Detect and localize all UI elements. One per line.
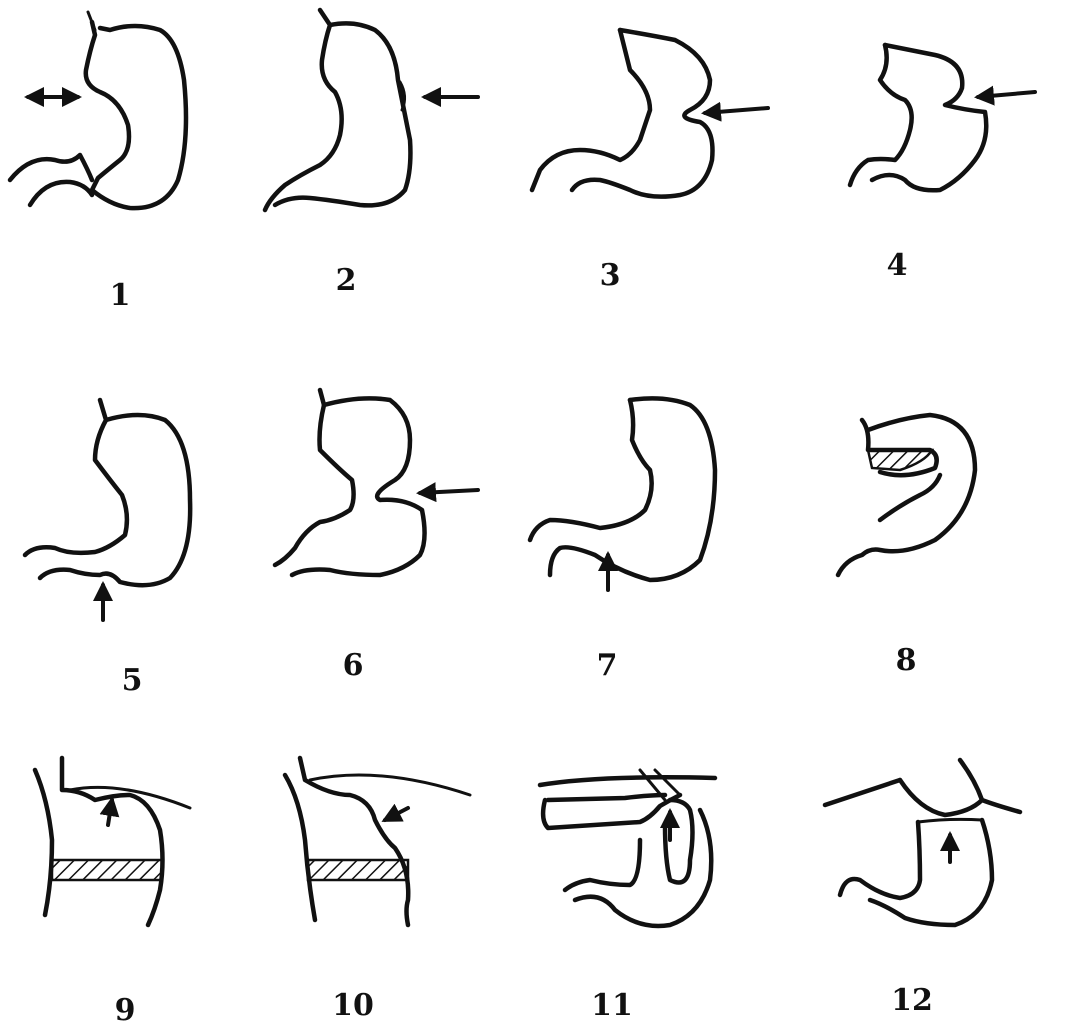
stomach-outline-10: [285, 758, 470, 925]
panel-label-4: 4: [887, 248, 908, 283]
panel-label-2: 2: [336, 263, 357, 298]
panel-label-8: 8: [896, 643, 917, 678]
stomach-outline-3: [532, 30, 713, 197]
panel-7: 7: [530, 398, 715, 683]
arrow-10: [385, 808, 408, 820]
arrow-6: [420, 490, 478, 493]
panel-label-1: 1: [110, 278, 131, 313]
panel-label-9: 9: [115, 993, 136, 1028]
panel-9: 9: [35, 758, 190, 1028]
stomach-outline-6: [275, 390, 425, 575]
stomach-outline-4: [850, 45, 986, 190]
stomach-outline-2: [265, 10, 410, 210]
arrow-3: [705, 108, 768, 113]
panel-label-11: 11: [591, 988, 633, 1023]
panel-10: 10: [285, 758, 470, 1023]
stomach-outline-11: [540, 770, 715, 926]
panel-1: 1: [10, 12, 186, 313]
fluid-level-hatch-9: [52, 860, 162, 880]
arrow-9: [108, 800, 112, 825]
arrow-4: [978, 92, 1035, 97]
panel-12: 12: [825, 760, 1020, 1018]
stomach-outline-9: [35, 758, 190, 925]
fluid-level-hatch-10: [308, 860, 408, 880]
panel-label-12: 12: [891, 983, 933, 1018]
panel-label-10: 10: [332, 988, 374, 1023]
stomach-outline-12: [825, 760, 1020, 925]
panel-4: 4: [850, 45, 1035, 283]
stomach-outline-5: [25, 400, 190, 585]
panel-label-7: 7: [597, 648, 618, 683]
stomach-outline-1: [10, 12, 186, 208]
panel-11: 11: [540, 770, 715, 1023]
stomach-outline-8: [838, 415, 975, 575]
panel-3: 3: [532, 30, 768, 293]
panel-label-3: 3: [600, 258, 621, 293]
panel-8: 8: [838, 415, 975, 678]
panel-label-6: 6: [343, 648, 364, 683]
panel-6: 6: [275, 390, 478, 683]
panel-2: 2: [265, 10, 478, 298]
panel-label-5: 5: [122, 663, 143, 698]
panel-5: 5: [25, 400, 190, 698]
fluid-level-hatch-8: [868, 450, 932, 470]
stomach-outline-7: [530, 398, 715, 580]
